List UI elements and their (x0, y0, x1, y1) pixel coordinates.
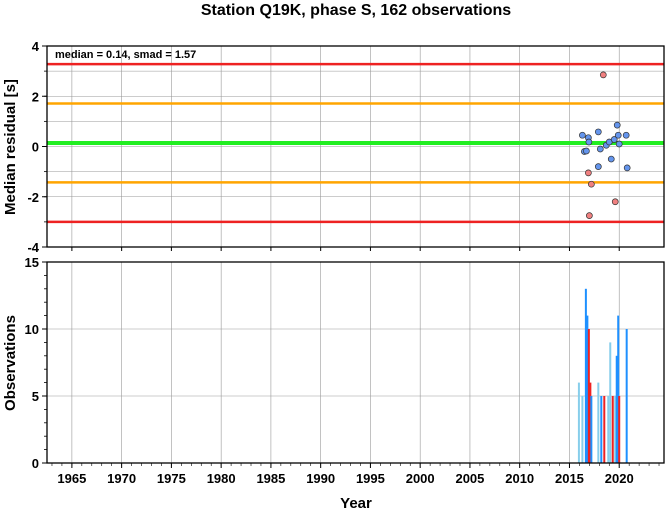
observation-bar (617, 315, 620, 463)
x-tick-label: 2020 (605, 471, 634, 486)
bottom-y-axis-label: Observations (2, 315, 19, 411)
residual-y-tick-label: 4 (32, 39, 40, 54)
x-tick-label: 1990 (306, 471, 335, 486)
residual-point (594, 128, 602, 136)
x-tick-label: 2015 (555, 471, 584, 486)
x-tick-label: 2010 (505, 471, 534, 486)
x-tick-label: 1985 (256, 471, 285, 486)
observation-bar (581, 396, 584, 463)
residual-point (614, 131, 622, 139)
observation-bar (597, 382, 600, 463)
residual-point (611, 198, 619, 206)
residual-point (586, 212, 593, 219)
observations-plot-frame (46, 261, 665, 464)
residual-point (596, 145, 604, 153)
observations-panel: 15 10 5 0 1965 1970 1975 1980 1985 1990 1995 2000 20… (25, 255, 665, 486)
residual-point (623, 164, 631, 172)
residual-point (585, 169, 592, 177)
residual-y-tick-label: 0 (32, 140, 39, 155)
x-tick-label: 2000 (406, 471, 435, 486)
observations-y-tick-label: 10 (25, 322, 39, 337)
observations-plot-background (47, 262, 664, 463)
observation-bar (625, 329, 628, 463)
x-tick-label: 1980 (207, 471, 236, 486)
residual-point (594, 163, 602, 170)
observation-bar (586, 315, 589, 463)
residual-y-tick-label: -2 (27, 190, 39, 205)
top-y-axis-label: Median residual [s] (2, 79, 19, 215)
residual-panel: median = 0.14, smad = 1.57 4 2 0 -2 -4 (27, 39, 665, 255)
x-tick-label: 1995 (356, 471, 385, 486)
residual-y-tick-label: -4 (27, 240, 39, 255)
residual-point (622, 131, 630, 139)
residual-point (579, 131, 586, 139)
stats-annotation: median = 0.14, smad = 1.57 (55, 49, 196, 61)
observation-bar (584, 288, 587, 463)
observation-bar (607, 396, 610, 463)
residual-point (583, 147, 590, 155)
observation-bar (603, 396, 606, 463)
observation-bar (609, 342, 612, 463)
x-axis-label: Year (340, 495, 372, 511)
observation-bar (577, 382, 580, 463)
residual-point (607, 155, 615, 163)
observation-bar (587, 329, 590, 463)
observation-bar (618, 396, 621, 463)
residual-point (599, 71, 607, 79)
observation-bar (611, 396, 614, 463)
observation-bar (600, 396, 603, 463)
residual-y-tick-label: 2 (32, 89, 39, 104)
observation-bar (615, 355, 618, 463)
observations-y-tick-label: 0 (32, 456, 39, 471)
x-tick-label: 1975 (157, 471, 186, 486)
observation-bar (590, 396, 593, 463)
x-tick-label: 2005 (455, 471, 484, 486)
x-tick-label: 1965 (57, 471, 86, 486)
observations-y-tick-label: 15 (25, 255, 39, 270)
observation-bar (614, 396, 617, 463)
residual-point (588, 180, 595, 188)
residual-point (610, 136, 618, 143)
residual-point (585, 138, 593, 146)
observations-y-tick-label: 5 (32, 389, 39, 404)
x-tick-label: 1970 (107, 471, 136, 486)
residual-point (615, 140, 623, 148)
residual-point (613, 121, 621, 129)
chart-title: Station Q19K, phase S, 162 observations (201, 2, 511, 19)
